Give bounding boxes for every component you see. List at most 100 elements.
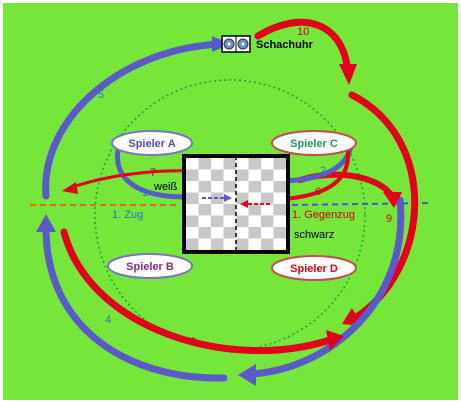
board-square <box>186 204 199 216</box>
player-b-oval: Spieler B <box>107 253 193 279</box>
board-move-black-head <box>240 200 248 208</box>
board-square <box>211 215 224 227</box>
board-square <box>248 204 261 216</box>
board-square <box>211 238 224 250</box>
board-square <box>273 204 286 216</box>
arrow-5-blue <box>42 40 226 200</box>
step-3: 3 <box>350 322 356 334</box>
board-square <box>236 215 249 227</box>
board-square <box>261 227 274 239</box>
board-square <box>211 227 224 239</box>
board-square <box>211 181 224 193</box>
board-square <box>198 169 211 181</box>
arrow-7-head <box>62 182 78 194</box>
board-square <box>223 215 236 227</box>
player-d-label: Spieler D <box>290 263 338 275</box>
board-square <box>248 227 261 239</box>
board-square <box>223 204 236 216</box>
board-square <box>248 192 261 204</box>
board-square <box>273 169 286 181</box>
board-square <box>223 158 236 170</box>
board-square <box>273 192 286 204</box>
first-reply-label: 1. Gegenzug <box>292 209 355 221</box>
clock-label: Schachuhr <box>256 39 314 51</box>
arrow-8-red <box>60 228 334 355</box>
board-square <box>273 158 286 170</box>
board-square <box>198 181 211 193</box>
board-square <box>273 238 286 250</box>
board-square <box>236 169 249 181</box>
board-square <box>211 169 224 181</box>
board-square <box>248 215 261 227</box>
player-a-oval: Spieler A <box>111 130 193 156</box>
board-square <box>223 181 236 193</box>
board-square <box>261 238 274 250</box>
board-square <box>236 238 249 250</box>
dashed-line-right <box>291 202 433 206</box>
board-square <box>211 204 224 216</box>
arrow-9-head <box>383 192 402 208</box>
board-square <box>198 215 211 227</box>
player-d-oval: Spieler D <box>271 255 357 281</box>
board-move-white-head <box>224 194 232 202</box>
arrow-4-blue <box>42 224 228 382</box>
board-square <box>198 158 211 170</box>
arrow-3-blue <box>246 196 405 378</box>
board-square <box>198 227 211 239</box>
board-square <box>198 204 211 216</box>
board-square <box>248 169 261 181</box>
step-1: 1 <box>142 187 148 199</box>
board-square <box>186 192 199 204</box>
arrow-10-red <box>254 18 352 79</box>
board-square <box>236 181 249 193</box>
chess-board <box>182 154 290 254</box>
arrow-10-head <box>339 64 357 85</box>
step-10: 10 <box>297 26 309 38</box>
player-c-oval: Spieler C <box>271 130 357 156</box>
board-square <box>261 215 274 227</box>
board-square <box>236 192 249 204</box>
step-6: 6 <box>315 186 321 198</box>
arrow-4-head <box>36 214 56 232</box>
board-square <box>236 227 249 239</box>
board-square <box>223 238 236 250</box>
board-square <box>186 181 199 193</box>
board-square <box>236 204 249 216</box>
board-square <box>248 238 261 250</box>
white-label: weiß <box>153 181 178 193</box>
board-square <box>186 238 199 250</box>
board-square <box>223 169 236 181</box>
step-4: 4 <box>105 314 111 326</box>
board-square <box>186 227 199 239</box>
player-a-label: Spieler A <box>128 138 175 150</box>
board-square <box>261 204 274 216</box>
board-square <box>261 169 274 181</box>
step-2: 2 <box>320 165 326 177</box>
board-square <box>261 158 274 170</box>
step-8: 8 <box>190 336 196 348</box>
chess-clock-icon <box>221 35 251 53</box>
player-c-label: Spieler C <box>290 138 338 150</box>
player-b-label: Spieler B <box>126 261 174 273</box>
step-9: 9 <box>386 213 392 225</box>
board-square <box>236 158 249 170</box>
board-square <box>261 192 274 204</box>
arrow-3-head <box>238 364 256 386</box>
board-square <box>211 158 224 170</box>
board-square <box>273 181 286 193</box>
arrow-8-head <box>326 330 344 350</box>
board-square <box>186 215 199 227</box>
board-square <box>248 158 261 170</box>
board-square <box>186 169 199 181</box>
board-square <box>273 215 286 227</box>
board-square <box>273 227 286 239</box>
arrow-5-head <box>212 36 230 52</box>
black-label: schwarz <box>294 229 334 241</box>
board-square <box>261 181 274 193</box>
first-move-label: 1. Zug <box>112 209 143 221</box>
board-square <box>248 181 261 193</box>
step-7: 7 <box>150 167 156 179</box>
step-5: 5 <box>98 89 104 101</box>
board-square <box>198 238 211 250</box>
